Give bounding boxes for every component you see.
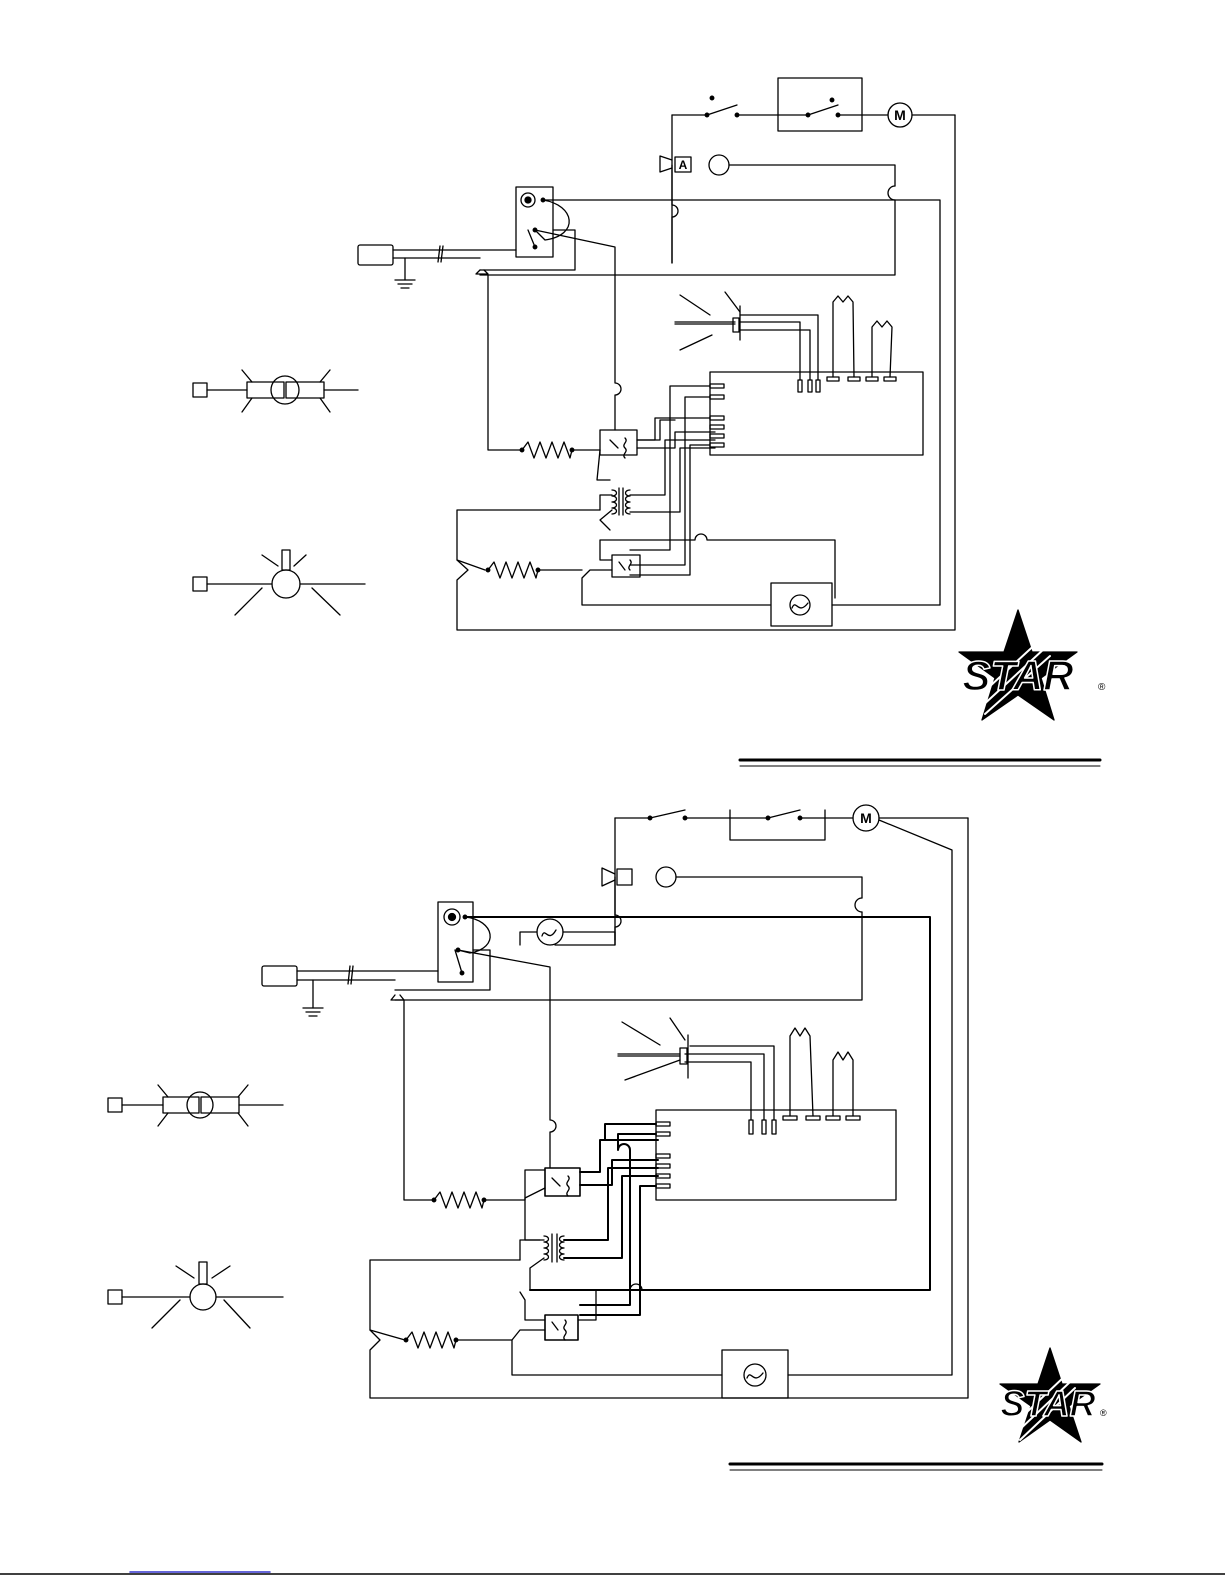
wiring-diagram-top: M A xyxy=(193,78,1106,720)
bottom-thermostat xyxy=(730,810,853,840)
bottom-control-board xyxy=(580,1028,896,1315)
temperature-probes xyxy=(675,292,740,350)
bottom-power-cord xyxy=(262,966,438,1016)
relay-2 xyxy=(582,534,835,605)
bottom-selector-switch xyxy=(395,902,930,1290)
top-switch-1 xyxy=(672,96,808,117)
fan-motor-box xyxy=(771,583,940,626)
bottom-transformer xyxy=(520,1168,658,1290)
star-logo-bottom: STAR ® xyxy=(1000,1348,1107,1442)
bottom-relay-1 xyxy=(525,1140,658,1240)
bottom-motor-label: M xyxy=(860,810,872,826)
power-cord xyxy=(358,245,516,288)
logo-text-bottom: STAR xyxy=(1000,1383,1095,1424)
bottom-component-detail-1 xyxy=(108,1085,283,1126)
bottom-switch-1 xyxy=(615,810,730,820)
heater-element-2 xyxy=(457,560,582,578)
thermostat-box xyxy=(778,78,888,131)
bottom-component-detail-2 xyxy=(108,1262,283,1328)
motor-label: M xyxy=(894,107,906,123)
section-rule-bottom xyxy=(730,1464,1102,1470)
aux-label: A xyxy=(679,158,688,172)
logo-text-top: STAR xyxy=(962,652,1074,699)
registered-mark-bottom: ® xyxy=(1100,1408,1107,1418)
star-logo-top: STAR ® xyxy=(959,610,1106,720)
section-rule-top xyxy=(740,760,1100,766)
bottom-indicator-light-row xyxy=(395,867,862,1000)
bottom-pump-symbol xyxy=(520,919,615,945)
component-detail-1 xyxy=(193,370,358,412)
wiring-diagram-bottom: M xyxy=(108,805,1107,1442)
control-board xyxy=(630,296,923,575)
bottom-heater-element-2 xyxy=(370,1330,512,1348)
transformer xyxy=(600,440,715,530)
bottom-heater-element-1 xyxy=(432,1170,545,1208)
bottom-fan-motor-box xyxy=(722,1350,788,1398)
page-footer xyxy=(0,1572,1225,1574)
motor-symbol: M xyxy=(888,103,955,127)
bottom-relay-2 xyxy=(512,1284,722,1375)
heater-element-1 xyxy=(520,442,600,458)
bottom-temperature-probes xyxy=(618,1018,688,1080)
registered-mark-top: ® xyxy=(1098,682,1106,693)
component-detail-2 xyxy=(193,550,365,615)
